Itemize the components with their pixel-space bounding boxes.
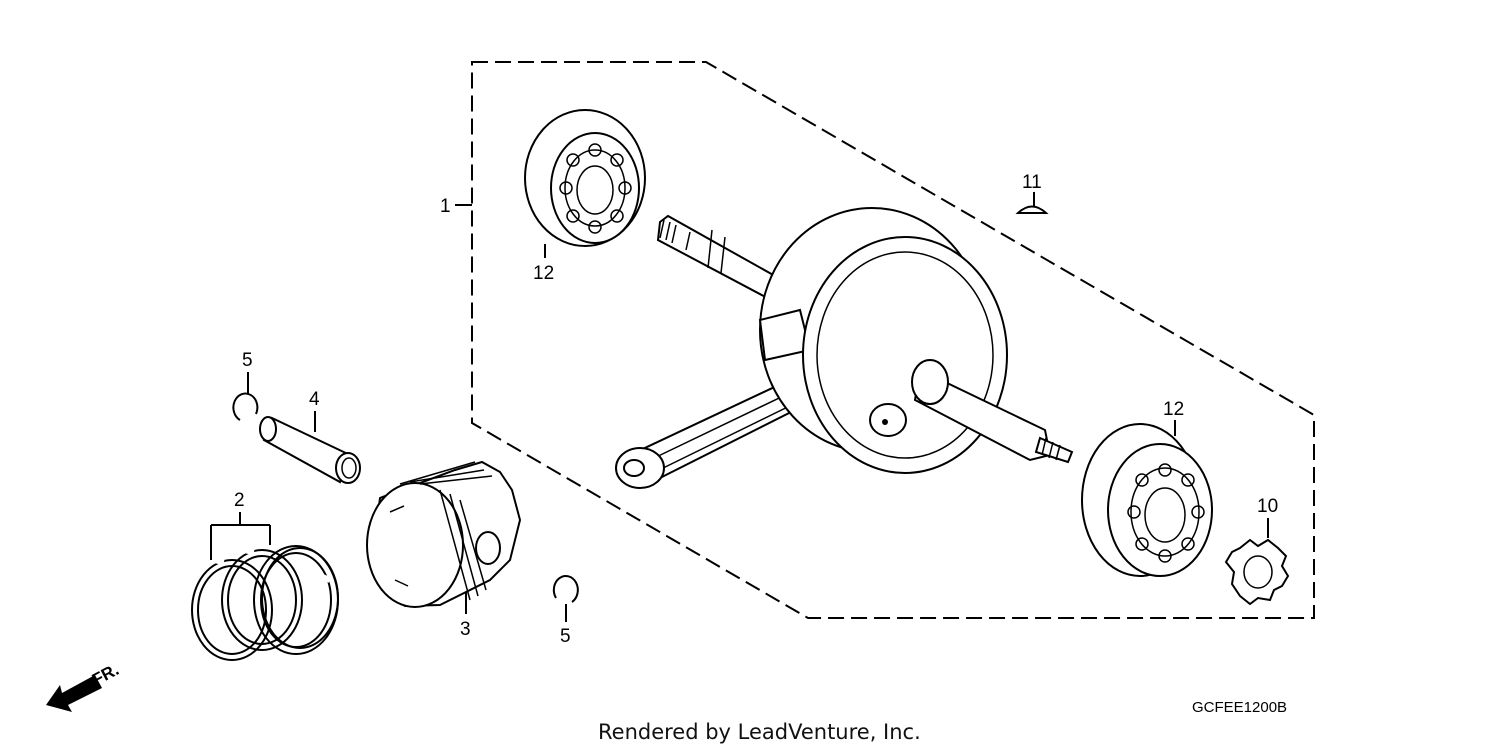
callout-2[interactable]: 2 [210, 490, 271, 560]
svg-text:12: 12 [1163, 399, 1184, 420]
callout-12-lower[interactable]: 12 [1163, 399, 1184, 436]
piston-pin[interactable] [259, 416, 361, 484]
callout-1[interactable]: 1 [440, 196, 472, 217]
piston-pin-clip-lower[interactable] [552, 574, 579, 603]
timing-sprocket[interactable] [1224, 538, 1290, 606]
piston-ring-set[interactable] [191, 545, 339, 661]
woodruff-key[interactable] [1015, 205, 1049, 214]
svg-text:10: 10 [1257, 496, 1278, 517]
bearing-lower[interactable] [1081, 423, 1213, 577]
svg-text:2: 2 [234, 490, 245, 511]
callout-10[interactable]: 10 [1257, 496, 1278, 538]
callout-3[interactable]: 3 [460, 592, 471, 640]
svg-text:1: 1 [440, 196, 451, 217]
callout-11[interactable]: 11 [1022, 172, 1042, 206]
diagram-code: GCFEE1200B [1192, 699, 1287, 716]
crankshaft-assembly-boundary [471, 61, 1315, 619]
callout-12-upper[interactable]: 12 [533, 244, 554, 284]
callout-5-upper[interactable]: 5 [242, 350, 253, 394]
bearing-upper[interactable] [524, 109, 646, 247]
crankshaft[interactable] [615, 207, 1074, 489]
callout-5-lower[interactable]: 5 [560, 604, 571, 647]
svg-text:4: 4 [309, 389, 320, 410]
svg-text:5: 5 [242, 350, 253, 371]
callout-4[interactable]: 4 [309, 389, 320, 432]
front-direction-arrow: FR. [46, 660, 122, 712]
svg-text:12: 12 [533, 263, 554, 284]
credit-text: Rendered by LeadVenture, Inc. [598, 720, 921, 744]
piston[interactable] [366, 460, 522, 608]
svg-text:11: 11 [1022, 172, 1042, 193]
svg-text:3: 3 [460, 619, 471, 640]
piston-pin-clip-upper[interactable] [232, 392, 259, 421]
svg-text:5: 5 [560, 626, 571, 647]
